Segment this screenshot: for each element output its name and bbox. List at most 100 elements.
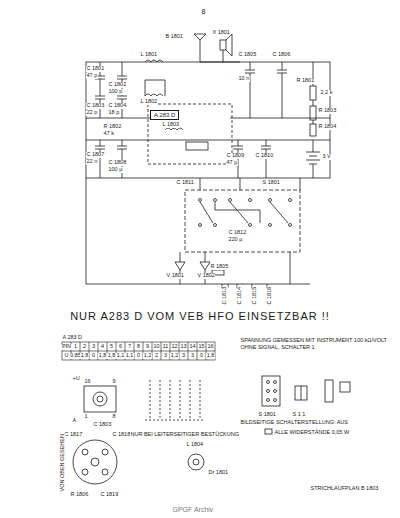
watermark: GPGF Archiv xyxy=(172,506,214,513)
voltage-table-grid xyxy=(62,342,215,360)
capacitor-symbol xyxy=(95,140,127,178)
page-number: 8 xyxy=(201,8,206,15)
part-label: 100 p xyxy=(108,89,123,95)
ic-body xyxy=(93,392,107,406)
connector-pins xyxy=(267,381,277,402)
part-label: C 1807 xyxy=(86,152,105,158)
table-cell: U xyxy=(64,353,69,359)
part-label: C 1802 xyxy=(108,82,127,88)
resistor-symbol xyxy=(310,124,316,136)
part-label: X 1801 xyxy=(212,30,230,36)
part-label: 47 k xyxy=(103,131,114,137)
switch-lever xyxy=(301,386,302,400)
part-label: 10 n xyxy=(238,76,250,82)
table-cell: 15 xyxy=(198,344,205,350)
table-cell: 1 xyxy=(73,344,77,350)
capacitor-symbol xyxy=(245,62,287,118)
ic-mark xyxy=(97,396,103,402)
resistor-symbol xyxy=(325,380,333,402)
capacitor-symbol xyxy=(233,140,271,178)
coil-core xyxy=(193,459,199,465)
part-label: C 1814 xyxy=(237,286,243,305)
switch-contacts xyxy=(199,199,292,227)
wire xyxy=(86,118,330,140)
resistor-symbol xyxy=(310,106,316,120)
wire xyxy=(145,80,165,96)
note-text: STRICHLAUFPLAN B 1803 xyxy=(310,486,379,492)
table-column-lines xyxy=(71,342,206,360)
note-text: A 283 D xyxy=(62,335,83,341)
ic-pinout xyxy=(84,386,116,412)
table-cell: 0 xyxy=(136,353,140,359)
part-label: V 1802 xyxy=(197,273,215,279)
part-label: 16 xyxy=(84,379,91,385)
table-cell: 1,8 xyxy=(107,353,116,359)
part-label: C 1809 xyxy=(226,153,245,159)
table-cell: 6 xyxy=(118,344,122,350)
resistor-symbol xyxy=(265,429,272,434)
part-label: C 1806 xyxy=(272,52,291,58)
note-text: OHNE SIGNAL, SCHALTER 1 xyxy=(240,345,315,351)
table-cell: 2 xyxy=(154,353,158,359)
part-label: S 1801 xyxy=(262,180,280,186)
connector-symbol xyxy=(262,376,280,406)
table-cell: 1,8 xyxy=(98,353,107,359)
table-cell: 13 xyxy=(180,344,187,350)
part-label: 3 V xyxy=(322,154,331,160)
switch-symbol xyxy=(295,386,307,400)
table-cell: 3 xyxy=(91,344,95,350)
wire xyxy=(86,178,180,284)
part-label: R 1801 xyxy=(296,78,315,84)
part-label: C 1805 xyxy=(238,52,257,58)
table-cell: 3 xyxy=(163,353,167,359)
part-label: L 1803 xyxy=(162,122,180,128)
wire xyxy=(313,62,314,124)
filter-symbol xyxy=(186,142,208,150)
wire xyxy=(200,178,300,190)
part-label: C 1812 xyxy=(228,230,247,236)
part-label: 9 xyxy=(112,379,116,385)
part-label: 22 p xyxy=(86,110,98,116)
part-label: +U xyxy=(72,376,80,382)
table-cell: 1,2 xyxy=(170,353,179,359)
part-label: A xyxy=(72,418,77,424)
part-label: 8 xyxy=(112,414,116,420)
switch-outline xyxy=(73,440,117,484)
table-cell: PIN xyxy=(61,344,71,350)
wire xyxy=(200,50,240,62)
part-label: NUR BEI LEITERSEITIGER BESTÜCKUNG xyxy=(130,432,240,438)
wire xyxy=(180,270,310,284)
switch-pins xyxy=(82,449,108,475)
table-cell: 3 xyxy=(190,353,194,359)
part-label: C 1813 xyxy=(222,286,228,305)
antenna-symbol xyxy=(194,34,206,62)
part-label: 100 µ xyxy=(108,167,123,173)
inductor-symbol xyxy=(145,60,165,96)
note-text: ALLE WIDERSTÄNDE 0,05 W xyxy=(274,430,350,436)
part-label: C 1803 xyxy=(93,422,112,428)
part-label: 47 µ xyxy=(226,160,238,166)
note-text: SPANNUNG GEMESSEN MIT INSTRUMENT 100 kΩ/… xyxy=(240,338,387,344)
part-label: C 1811 xyxy=(176,180,194,186)
part-label: R 1806 xyxy=(70,492,89,498)
table-cell: 1,1 xyxy=(116,353,125,359)
part-label: B 1801 xyxy=(165,34,183,40)
part-label: 2,2 k xyxy=(320,90,333,96)
part-label: C 1801 xyxy=(86,66,105,72)
ic-name: A 283 D xyxy=(154,112,175,118)
table-cell: 12 xyxy=(171,344,178,350)
table-cell: 5 xyxy=(109,344,113,350)
diode-symbol xyxy=(175,252,210,270)
part-label: C 1819 xyxy=(100,492,119,498)
part-label: R 1802 xyxy=(103,124,122,130)
table-cell: 16 xyxy=(207,344,214,350)
part-label: L 1801 xyxy=(140,52,158,58)
part-label: VON OBEN GESEHEN xyxy=(60,434,66,492)
inductor-symbol xyxy=(165,128,183,130)
part-label: C 1817 xyxy=(64,432,83,438)
part-label: C 1810 xyxy=(255,153,274,159)
coil-symbol xyxy=(188,454,204,470)
part-label: C 1815 xyxy=(252,286,258,305)
part-label: C 1803 xyxy=(86,103,105,109)
